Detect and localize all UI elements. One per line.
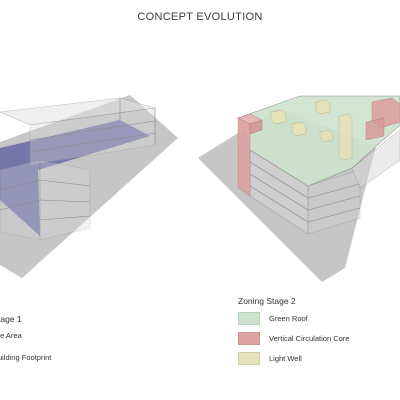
legend-left-label-site-area: te Area	[0, 331, 22, 340]
stage1-long-block	[0, 97, 156, 166]
stage1-diagram	[0, 95, 178, 278]
legend-right-title: Zoning Stage 2	[238, 296, 296, 306]
legend-item-light-well: Light Well	[238, 352, 302, 365]
light-well-swatch	[238, 352, 260, 365]
stage2-diagram	[198, 95, 400, 282]
light-well-1	[270, 109, 287, 125]
legend-left-item-site-area: te Area	[0, 331, 22, 340]
light-well-5	[319, 129, 334, 143]
legend-left-title: tage 1	[0, 314, 22, 324]
legend-item-circulation-core: Vertical Circulation Core	[238, 332, 349, 345]
legend-label-circulation-core: Vertical Circulation Core	[269, 334, 350, 343]
legend-item-green-roof: Green Roof	[238, 312, 308, 325]
core-mid	[365, 117, 385, 141]
light-wells	[270, 99, 353, 161]
light-well-3	[291, 121, 307, 137]
core-left	[237, 117, 251, 197]
stage1-wing-block	[0, 159, 91, 241]
building-footprint	[0, 120, 150, 236]
circulation-core-swatch	[238, 332, 260, 345]
green-roof-swatch	[238, 312, 260, 325]
page-title: CONCEPT EVOLUTION	[137, 11, 263, 23]
legend-left-item-footprint: uilding Footprint	[0, 353, 51, 362]
legend-left-label-footprint: uilding Footprint	[0, 353, 52, 362]
circulation-cores	[237, 97, 400, 197]
legend-label-light-well: Light Well	[269, 354, 302, 363]
legend-label-green-roof: Green Roof	[269, 314, 308, 323]
light-well-2	[315, 99, 331, 115]
light-well-4	[338, 113, 353, 161]
